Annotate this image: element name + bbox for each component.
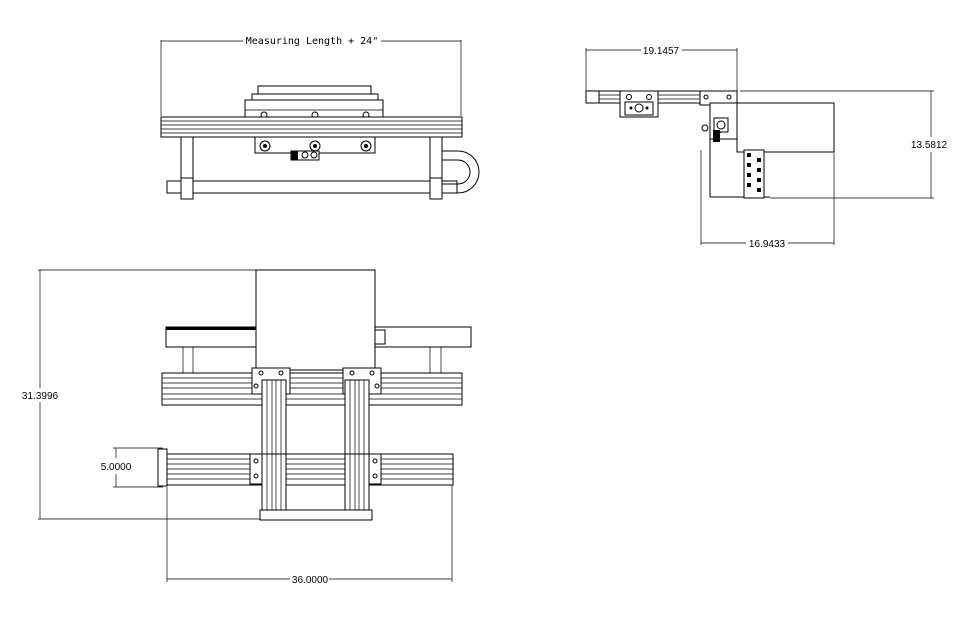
- top-dimension-left-label: 31.3996: [22, 391, 59, 402]
- front-dimension: Measuring Length + 24": [160, 36, 462, 116]
- side-dimension-top-label: 19.1457: [643, 46, 680, 57]
- top-dimension-bottom: 36.0000: [166, 485, 453, 586]
- side-dimension-top: 19.1457: [585, 46, 738, 92]
- side-dimension-bottom: 16.9433: [700, 150, 835, 250]
- side-dimension-right-label: 13.5812: [911, 140, 948, 151]
- top-dimension-left: 31.3996: [22, 269, 260, 520]
- side-dimension-right: 13.5812: [740, 90, 948, 199]
- side-dimension-bottom-label: 16.9433: [749, 239, 786, 250]
- top-dimension-small-label: 5.0000: [101, 462, 132, 473]
- top-view: 31.3996 5.0000 36.0000: [22, 269, 472, 586]
- top-dimension-bottom-label: 36.0000: [292, 575, 329, 586]
- front-view: Measuring Length + 24": [160, 36, 480, 200]
- side-view: 19.1457 13.5812 16.9433: [585, 46, 948, 250]
- front-dimension-label: Measuring Length + 24": [246, 36, 378, 47]
- top-dimension-small: 5.0000: [101, 447, 163, 488]
